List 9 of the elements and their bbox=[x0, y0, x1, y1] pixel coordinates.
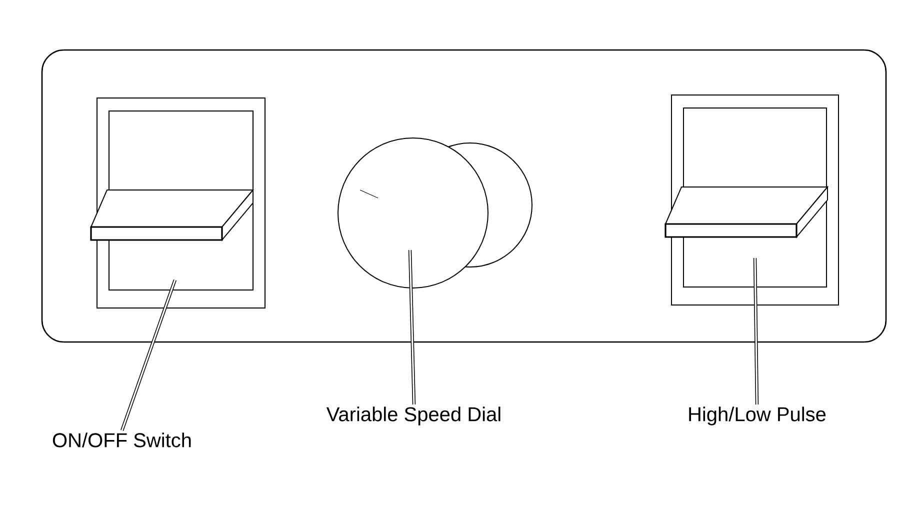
part-label: Variable Speed Dial bbox=[326, 406, 500, 426]
leader-line bbox=[753, 258, 759, 404]
rocker-switch bbox=[90, 98, 266, 308]
rocker-switch bbox=[664, 94, 839, 306]
part-label: High/Low Pulse bbox=[689, 406, 826, 426]
part-label: ON/OFF Switch bbox=[52, 432, 191, 448]
speed-dial bbox=[338, 138, 532, 288]
leader-line bbox=[120, 279, 177, 431]
leader-line bbox=[408, 250, 416, 405]
